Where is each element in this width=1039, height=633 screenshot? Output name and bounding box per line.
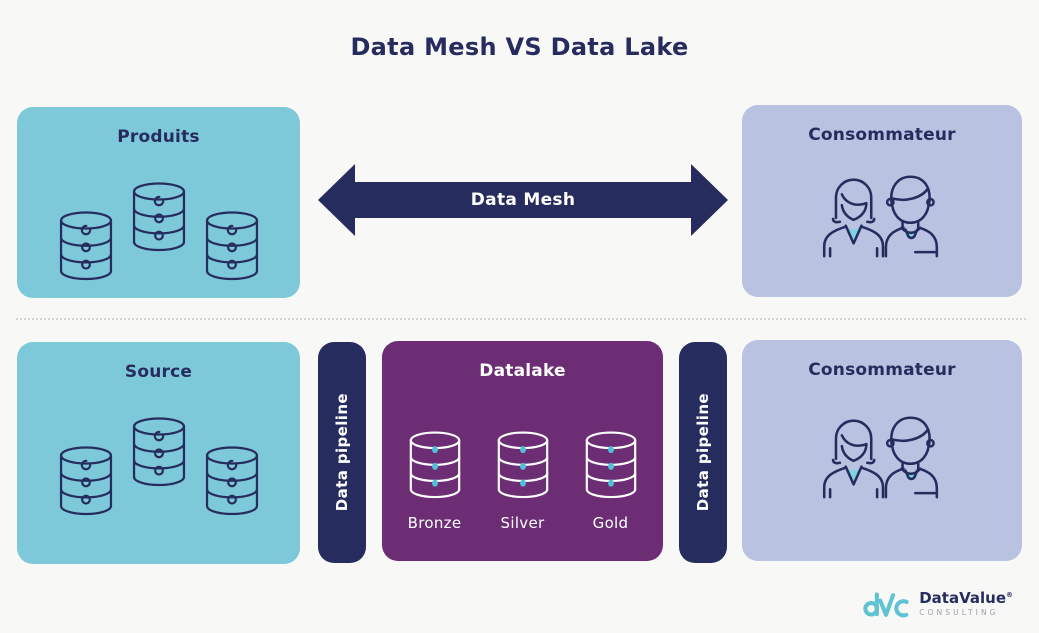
database-icon bbox=[200, 209, 264, 287]
tier-silver: Silver bbox=[492, 429, 554, 532]
consumers-icon bbox=[817, 406, 947, 500]
source-title: Source bbox=[124, 362, 193, 382]
database-icon bbox=[200, 444, 264, 522]
dotted-divider bbox=[16, 318, 1026, 320]
database-icon bbox=[404, 429, 466, 505]
arrow-label: Data Mesh bbox=[470, 190, 576, 210]
datalake-box: Datalake Bronze Silver Gold bbox=[382, 341, 663, 561]
consumers-icon bbox=[817, 165, 947, 259]
data-mesh-arrow: Data Mesh bbox=[318, 163, 728, 237]
datalake-title: Datalake bbox=[479, 361, 566, 381]
tier-label: Silver bbox=[500, 514, 545, 532]
page-title: Data Mesh VS Data Lake bbox=[350, 33, 689, 61]
tier-label: Gold bbox=[592, 514, 629, 532]
tier-bronze: Bronze bbox=[404, 429, 466, 532]
consommateur-box-top: Consommateur bbox=[742, 105, 1022, 297]
database-icon bbox=[127, 180, 191, 258]
tier-gold: Gold bbox=[580, 429, 642, 532]
double-arrow-icon bbox=[318, 164, 728, 236]
database-icon bbox=[54, 209, 118, 287]
consommateur-box-bottom: Consommateur bbox=[742, 340, 1022, 561]
datalake-tiers: Bronze Silver Gold bbox=[382, 429, 663, 532]
pipeline-left-label: Data pipeline bbox=[333, 393, 351, 512]
database-icon bbox=[127, 415, 191, 493]
datavalue-logo: DataValue® CONSULTING bbox=[862, 587, 1013, 621]
consommateur-top-title: Consommateur bbox=[808, 125, 956, 145]
logo-name: DataValue® bbox=[919, 589, 1013, 607]
database-icon bbox=[54, 444, 118, 522]
dvc-monogram-icon bbox=[863, 592, 909, 618]
source-databases bbox=[17, 444, 300, 522]
produits-box: Produits bbox=[17, 107, 300, 298]
logo-text: DataValue® CONSULTING bbox=[919, 589, 1013, 618]
database-icon bbox=[580, 429, 642, 505]
produits-title: Produits bbox=[117, 127, 200, 147]
produits-databases bbox=[17, 209, 300, 287]
tier-label: Bronze bbox=[407, 514, 462, 532]
data-pipeline-left: Data pipeline bbox=[318, 342, 366, 563]
pipeline-right-label: Data pipeline bbox=[694, 393, 712, 512]
source-box: Source bbox=[17, 342, 300, 564]
data-pipeline-right: Data pipeline bbox=[679, 342, 727, 563]
logo-tagline: CONSULTING bbox=[919, 608, 999, 617]
database-icon bbox=[492, 429, 554, 505]
consommateur-bottom-title: Consommateur bbox=[808, 360, 956, 380]
